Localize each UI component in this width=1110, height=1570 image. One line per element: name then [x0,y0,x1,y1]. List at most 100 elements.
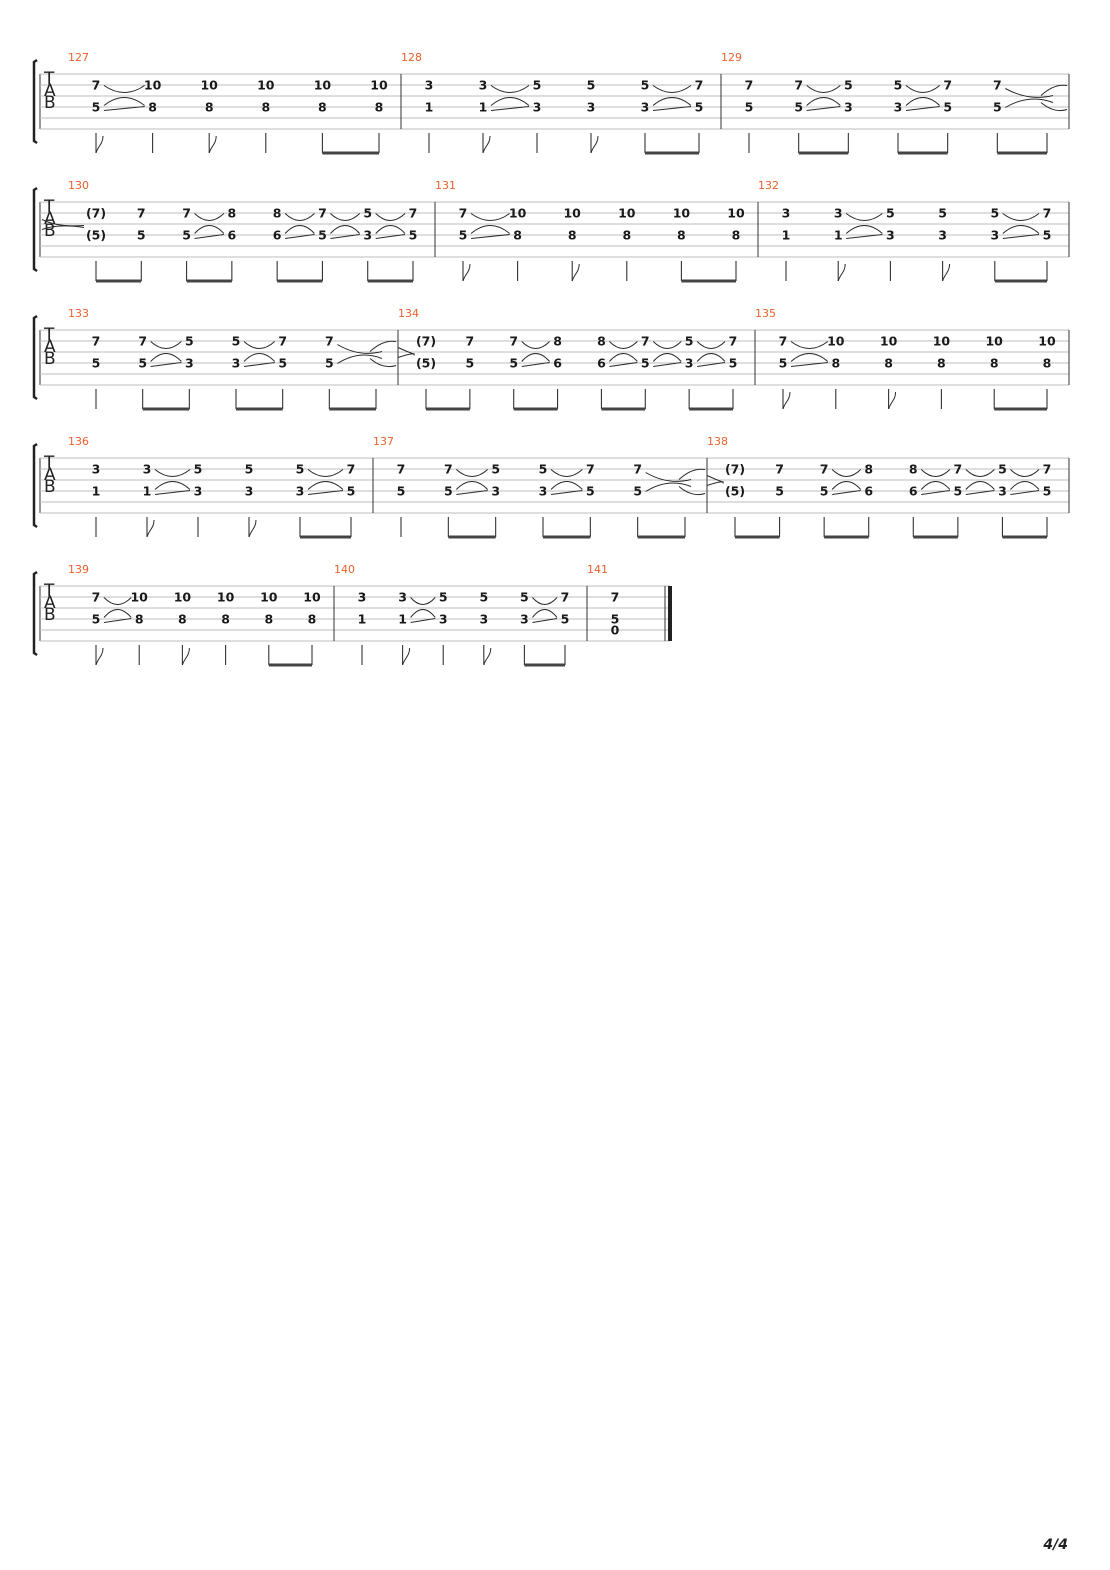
note-flag [571,263,580,282]
note-chord: 53 [439,590,448,665]
note-chord: 53 [998,462,1040,537]
fret-number: 3 [185,356,194,371]
note-flag [590,135,599,154]
note-chord: 75 [92,78,145,154]
note-chord: 75 [459,206,510,282]
tie-arc [337,344,383,354]
fret-number: 5 [439,590,448,605]
note-chord: 53 [539,462,583,537]
fret-number: 3 [782,206,791,221]
fret-number: 5 [194,462,203,477]
note-chord: 75 [820,462,862,537]
fret-number: 7 [611,590,620,605]
fret-number: 6 [273,228,282,243]
measure-number: 136 [68,435,89,448]
final-barline-thick [668,586,672,641]
fret-number: 3 [439,612,448,627]
tie-arc [1040,102,1068,112]
note-flag [482,135,491,154]
note-chord: 53 [886,206,895,281]
slide-arc [470,213,510,221]
note-chord: 53 [685,334,726,409]
slide-line [410,618,436,623]
fret-number: 5 [1043,228,1052,243]
fret-number: 3 [232,356,241,371]
measure-number: 129 [721,51,742,64]
fret-number: 7 [993,78,1002,93]
fret-number: 5 [779,356,788,371]
slide-arc [455,481,489,490]
fret-number: 10 [618,206,636,221]
note-chord: 75 [745,78,753,153]
fret-number: 1 [782,228,791,243]
slide-arc [103,609,132,618]
note-chord: 53 [520,590,558,665]
slide-arc [243,341,276,349]
slide-line [609,362,638,367]
fret-number: 10 [174,590,192,605]
fret-number: 7 [397,462,406,477]
fret-number: 5 [479,590,488,605]
slide-line [521,362,550,367]
note-chord: 75 [794,78,841,153]
fret-number: 10 [985,334,1003,349]
fret-number: 8 [318,100,327,115]
slide-arc [375,225,406,234]
fret-number: 5 [794,100,803,115]
tie-arc-in [397,353,415,358]
note-chord: (7)(5) [416,334,436,409]
fret-number: 6 [864,484,873,499]
slide-arc [696,341,726,349]
note-chord: 75 [645,78,703,155]
fret-number: 5 [491,462,500,477]
tie-arc [1040,84,1068,96]
note-flag [146,519,155,538]
slide-line [456,490,488,495]
slide-arc [456,469,488,477]
fret-number: 3 [938,228,947,243]
fret-number: 7 [92,590,101,605]
tab-clef-letter: T [43,325,55,345]
slide-arc [330,225,361,234]
slide-line [1010,490,1040,495]
fret-number: 10 [880,334,898,349]
fret-number: 10 [370,78,388,93]
note-chord: 86 [273,206,315,281]
tab-clef-letter: T [43,453,55,473]
slide-arc [652,97,692,106]
fret-number: 1 [358,612,367,627]
fret-number: 8 [732,228,741,243]
note-chord: 53 [990,206,1040,281]
tab-system: TAB130(7)(5)7575868675537513175108108108… [32,179,1070,283]
note-chord [329,340,397,411]
slide-arc [410,597,436,605]
fret-number: 8 [308,612,317,627]
note-chord: 53 [296,462,344,537]
system-bracket [32,570,38,657]
note-chord: 53 [448,462,500,539]
fret-number: 0 [611,623,620,638]
slide-arc [243,353,276,362]
note-chord: 75 [300,462,355,539]
fret-number: 5 [1043,484,1052,499]
tie-arc-in [397,347,415,355]
note-chord: 108 [673,206,690,281]
system-bracket [32,442,38,529]
note-chord: 31 [398,590,436,666]
tab-clef-letter: B [44,605,56,625]
slide-line [150,362,182,367]
slide-arc [831,481,862,490]
fret-number: 5 [729,356,738,371]
fret-number: 8 [568,228,577,243]
slide-line [194,234,224,239]
fret-number: 10 [303,590,321,605]
tab-clef-letter: T [43,581,55,601]
